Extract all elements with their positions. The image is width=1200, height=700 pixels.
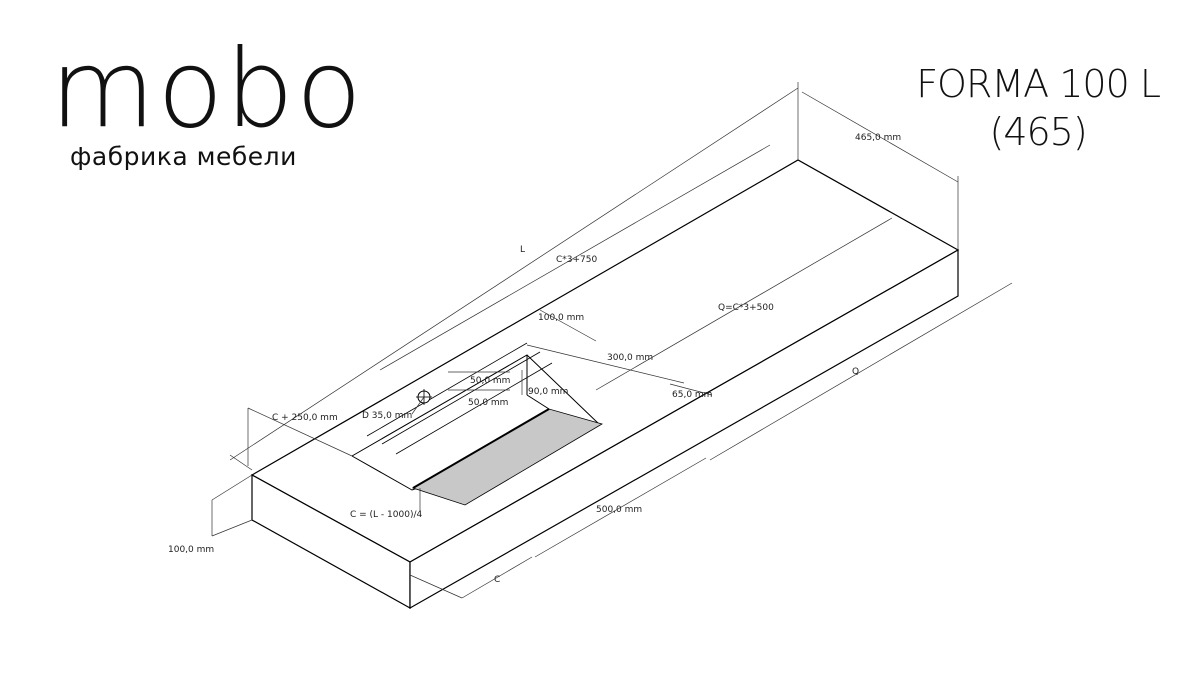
label-50a: 50,0 mm: [470, 376, 510, 386]
dim-q-line: [709, 282, 1013, 461]
basin: [351, 342, 604, 506]
label-c250: C + 250,0 mm: [272, 413, 338, 423]
basin-inner-edge-2: [526, 394, 550, 410]
dimension-labels: 465,0 mm L C*3+750 Q=C*3+500 Q 100,0 mm …: [168, 133, 901, 585]
label-50b: 50,0 mm: [468, 398, 508, 408]
label-c3-750: C*3+750: [556, 255, 598, 265]
label-90: 90,0 mm: [528, 387, 568, 397]
basin-drain-slot: [412, 408, 550, 489]
basin-groove-2: [381, 351, 541, 445]
label-65: 65,0 mm: [672, 390, 712, 400]
dim-100-line: [539, 309, 597, 342]
dim-thickness-ext2: [211, 519, 253, 537]
right-face: [409, 248, 959, 610]
label-length: L: [520, 245, 525, 255]
dim-ext-2: [229, 454, 253, 471]
label-300: 300,0 mm: [607, 353, 653, 363]
label-c: C: [494, 575, 500, 585]
label-thickness: 100,0 mm: [168, 545, 214, 555]
countertop-body: [250, 159, 960, 610]
model-name: FORMA 100 L: [916, 62, 1161, 106]
dim-q-formula-line: [595, 217, 893, 391]
label-c-formula: C = (L - 1000)/4: [350, 510, 422, 520]
dim-c-ext: [409, 574, 463, 599]
model-title-block: FORMA 100 L (465): [916, 60, 1161, 156]
label-q: Q: [852, 367, 859, 377]
basin-groove-3: [395, 362, 553, 455]
label-drain: D 35,0 mm: [362, 411, 412, 421]
brand-subtitle: фабрика мебели: [70, 142, 297, 171]
dim-c-line: [461, 556, 533, 599]
brand-logo: mobo: [50, 27, 364, 152]
label-100: 100,0 mm: [538, 313, 584, 323]
model-code: (465): [989, 110, 1088, 154]
dim-c3-750-line: [379, 144, 771, 371]
dimension-lines: [211, 82, 1013, 599]
top-face: [250, 159, 960, 563]
dim-thickness-ext1: [211, 474, 253, 501]
dim-500-line: [534, 457, 707, 558]
dim-drain-leader: [411, 396, 425, 415]
label-depth: 465,0 mm: [855, 133, 901, 143]
dim-c250-line: [247, 407, 353, 457]
label-q-formula: Q=C*3+500: [718, 303, 774, 313]
label-500: 500,0 mm: [596, 505, 642, 515]
dim-65-line: [669, 383, 713, 396]
dim-depth-line: [801, 91, 959, 183]
basin-groove-1: [366, 342, 528, 437]
dim-300-line: [526, 344, 685, 384]
dim-length-line: [229, 87, 799, 461]
brand-block: mobo фабрика мебели: [50, 27, 364, 172]
